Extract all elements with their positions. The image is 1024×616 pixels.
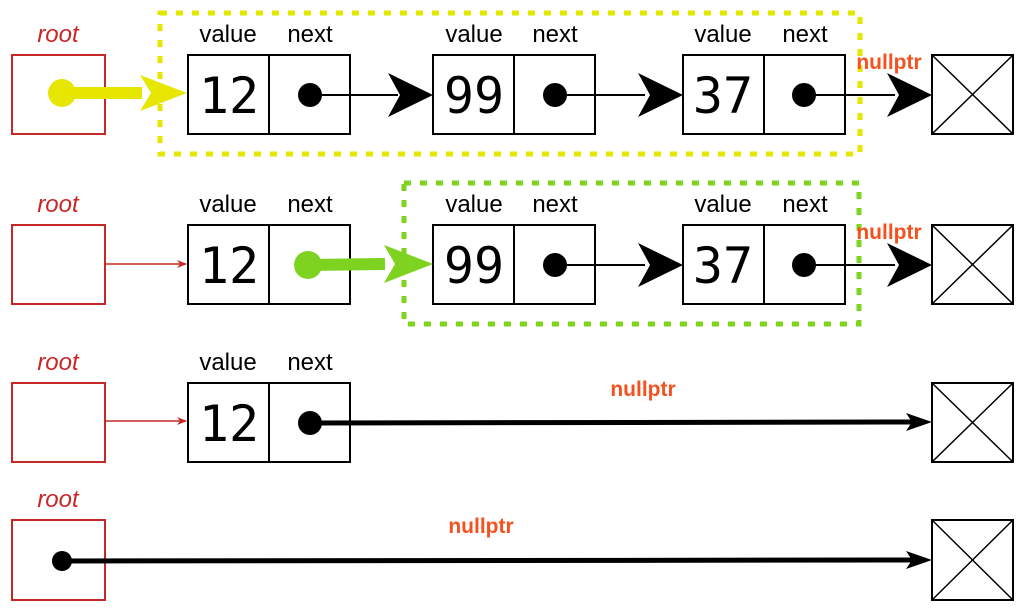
null-box bbox=[931, 382, 1014, 463]
pointer-dot bbox=[543, 253, 567, 277]
pointer-dot bbox=[298, 83, 322, 107]
pointer-dot bbox=[52, 551, 72, 571]
nullptr-label: nullptr bbox=[856, 221, 921, 244]
arrowhead bbox=[906, 551, 932, 569]
root-box bbox=[11, 224, 106, 305]
null-box bbox=[931, 224, 1014, 305]
row-4: root nullptr bbox=[11, 486, 1014, 601]
node-value: 12 bbox=[199, 237, 259, 295]
arrowhead bbox=[388, 73, 433, 117]
node-value-cell bbox=[187, 382, 270, 463]
node-value: 37 bbox=[693, 67, 753, 125]
nullptr-label: nullptr bbox=[448, 515, 513, 538]
null-box bbox=[931, 54, 1014, 135]
nullptr-label: nullptr bbox=[856, 51, 921, 74]
next-label: next bbox=[782, 21, 828, 48]
arrowhead bbox=[384, 245, 433, 283]
node-value: 37 bbox=[693, 237, 753, 295]
value-label: value bbox=[199, 191, 256, 218]
next-label: next bbox=[287, 21, 333, 48]
arrowhead bbox=[887, 243, 932, 287]
node-value-cell bbox=[187, 224, 270, 305]
node-value-cell bbox=[682, 54, 765, 135]
node-value-cell bbox=[187, 54, 270, 135]
node-value: 12 bbox=[199, 395, 259, 453]
pointer-dot bbox=[298, 411, 322, 435]
arrowhead bbox=[906, 413, 932, 431]
arrowhead bbox=[638, 73, 683, 117]
nullptr-label: nullptr bbox=[610, 378, 675, 401]
node-value: 99 bbox=[444, 237, 504, 295]
next-label: next bbox=[532, 21, 578, 48]
root-label: root bbox=[37, 21, 80, 48]
null-box bbox=[931, 519, 1014, 601]
arrowhead bbox=[140, 75, 187, 111]
root-label: root bbox=[37, 191, 80, 218]
row-3: root value next 12 nullptr bbox=[11, 349, 1014, 463]
root-box bbox=[11, 382, 106, 463]
value-label: value bbox=[199, 21, 256, 48]
root-label: root bbox=[37, 349, 80, 376]
value-label: value bbox=[199, 349, 256, 376]
next-label: next bbox=[287, 191, 333, 218]
next-pointer-line bbox=[309, 419, 915, 426]
node-value: 12 bbox=[199, 67, 259, 125]
pointer-dot bbox=[294, 251, 322, 279]
arrowhead bbox=[638, 243, 683, 287]
value-label: value bbox=[445, 21, 502, 48]
next-label: next bbox=[287, 349, 333, 376]
pointer-dot bbox=[48, 79, 76, 107]
next-label: next bbox=[782, 191, 828, 218]
pointer-dot bbox=[543, 83, 567, 107]
row-1: root value next 12 value next 99 value n… bbox=[11, 10, 1014, 157]
node-value-cell bbox=[682, 224, 765, 305]
value-label: value bbox=[445, 191, 502, 218]
highlight-box-yellow bbox=[157, 10, 863, 157]
pointer-dot bbox=[792, 83, 816, 107]
node-value: 99 bbox=[444, 67, 504, 125]
value-label: value bbox=[694, 21, 751, 48]
row-2: root value next 12 value next 99 value n… bbox=[11, 180, 1014, 327]
pointer-dot bbox=[792, 253, 816, 277]
arrowhead bbox=[887, 73, 932, 117]
next-label: next bbox=[532, 191, 578, 218]
root-label: root bbox=[37, 486, 80, 513]
root-pointer-line bbox=[61, 557, 915, 564]
value-label: value bbox=[694, 191, 751, 218]
